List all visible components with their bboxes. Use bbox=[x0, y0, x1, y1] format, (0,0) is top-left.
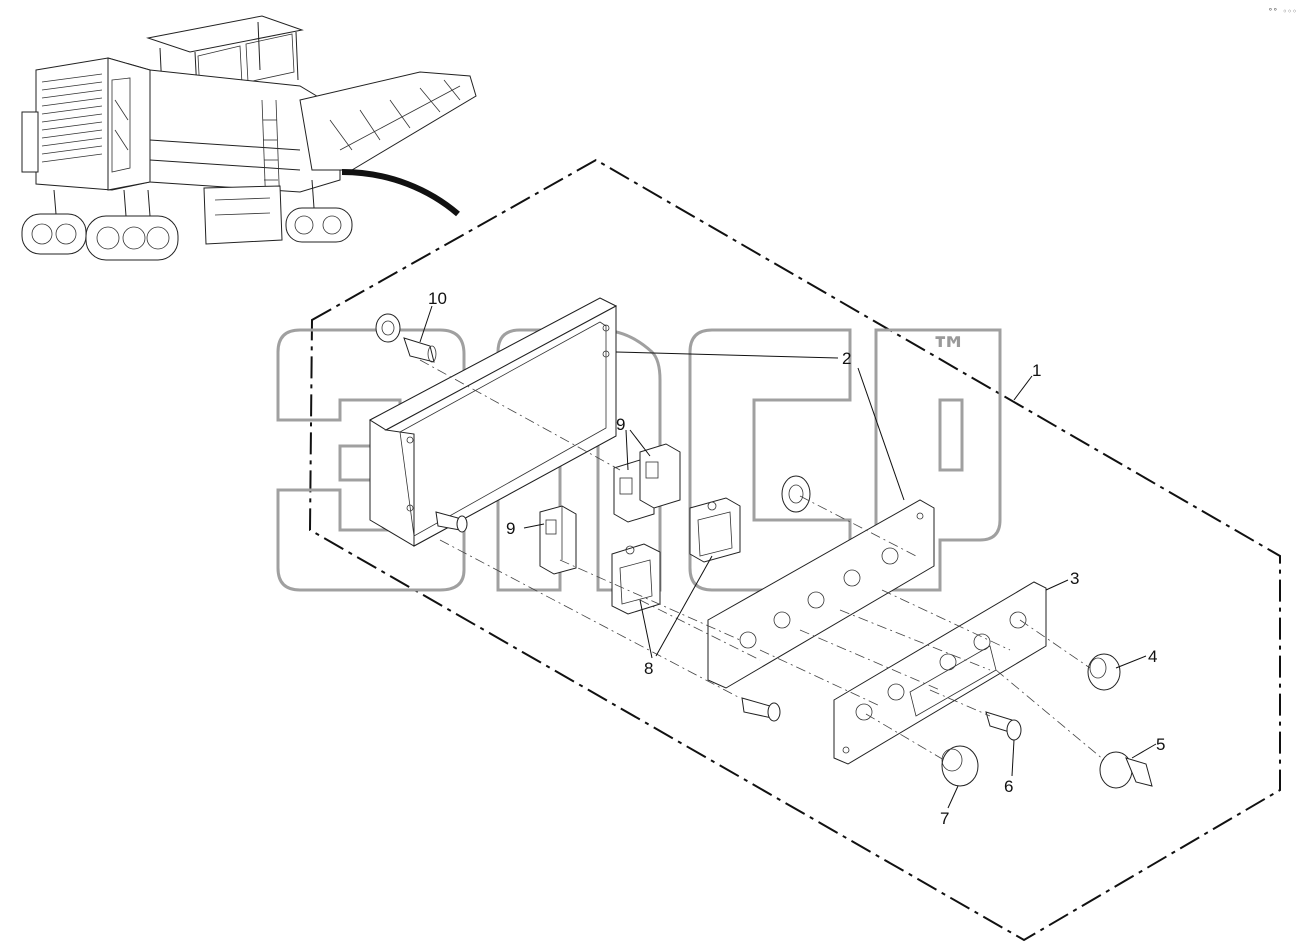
part-contact-block-upper bbox=[613, 443, 681, 523]
corner-mark: °° ◦◦◦ bbox=[1268, 7, 1297, 16]
alignment-lines bbox=[419, 359, 1105, 761]
part-switch-element-left bbox=[611, 543, 661, 615]
callout-labels: 1 2 3 4 5 6 7 8 9 9 10 bbox=[428, 289, 1165, 828]
part-screw-upper bbox=[435, 511, 468, 533]
part-contact-block-left bbox=[539, 505, 577, 575]
callout-3: 3 bbox=[1070, 569, 1079, 588]
callout-7: 7 bbox=[940, 809, 949, 828]
callout-10: 10 bbox=[428, 289, 447, 308]
part-switch-element-right bbox=[689, 497, 741, 563]
track-front-left bbox=[21, 189, 87, 255]
part-front-panel bbox=[833, 581, 1047, 765]
part-bushing bbox=[375, 313, 437, 363]
callout-8: 8 bbox=[644, 659, 653, 678]
part-enclosure-box bbox=[368, 297, 618, 547]
part-selector-switch bbox=[1099, 751, 1153, 789]
part-push-button bbox=[941, 745, 979, 787]
callout-4: 4 bbox=[1148, 647, 1157, 666]
callout-9-upper: 9 bbox=[616, 415, 625, 434]
watermark-tm: ™ bbox=[930, 329, 968, 373]
callout-6: 6 bbox=[1004, 777, 1013, 796]
milling-machine-illustration bbox=[21, 15, 477, 261]
track-rear bbox=[285, 179, 353, 243]
assembly-boundary bbox=[308, 158, 1281, 942]
part-mounting-plate bbox=[707, 499, 935, 689]
part-lamp-holder bbox=[985, 711, 1022, 741]
callout-5: 5 bbox=[1156, 735, 1165, 754]
callout-9-left: 9 bbox=[506, 519, 515, 538]
callout-1: 1 bbox=[1032, 361, 1041, 380]
track-front-right bbox=[85, 189, 179, 261]
part-cap bbox=[1087, 653, 1121, 691]
leader-lines bbox=[419, 305, 1157, 809]
callout-2: 2 bbox=[842, 349, 851, 368]
part-nut bbox=[781, 475, 811, 513]
watermark: ™ bbox=[276, 328, 1002, 592]
part-screw-lower bbox=[741, 697, 781, 722]
